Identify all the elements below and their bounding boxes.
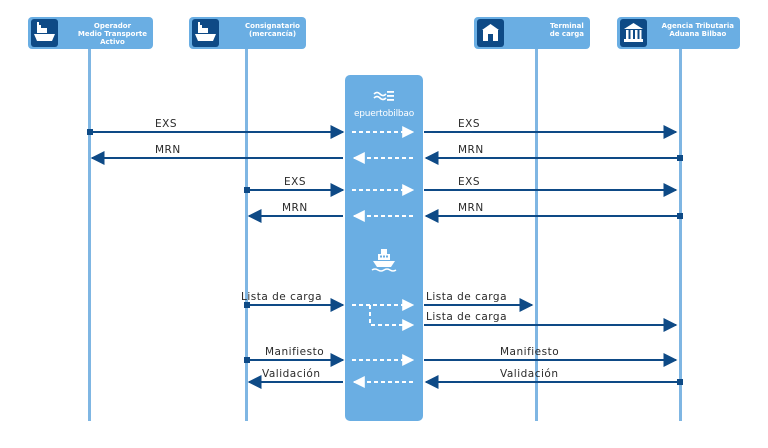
ship-icon [371, 249, 397, 272]
arrow-start-marker [244, 187, 250, 193]
message-label: EXS [458, 118, 480, 130]
ship-cargo-icon [192, 19, 219, 47]
arrow-start-marker [244, 357, 250, 363]
government-building-icon [620, 19, 647, 47]
arrow-start-marker [87, 129, 93, 135]
actor-terminal: Terminal de carga [474, 17, 590, 49]
building-icon [477, 19, 504, 47]
message-label: Lista de carga [241, 291, 323, 303]
message-label: MRN [282, 202, 308, 214]
actor-agencia: Agencia Tributaria Aduana Bilbao [617, 17, 740, 49]
message-label: Validación [500, 368, 559, 380]
message-label: MRN [155, 144, 181, 156]
message-label: MRN [458, 202, 484, 214]
lifeline-agencia [679, 49, 682, 421]
arrow-start-marker [677, 379, 683, 385]
actor-operador: Operador Medio Transporte Activo [28, 17, 153, 49]
actor-label: Terminal de carga [549, 22, 584, 38]
message-label: MRN [458, 144, 484, 156]
message-label: Lista de carga [426, 311, 508, 323]
actor-consignatario: Consignatario (mercancía) [189, 17, 306, 49]
arrow-start-marker [677, 155, 683, 161]
message-label: Validación [262, 368, 321, 380]
arrow-start-marker [244, 302, 250, 308]
actor-label: Consignatario (mercancía) [245, 22, 300, 38]
lifeline-operador [88, 49, 91, 421]
message-label: Manifiesto [500, 346, 560, 358]
ship-cargo-icon [31, 19, 58, 47]
message-label: EXS [458, 176, 480, 188]
actor-label: Agencia Tributaria Aduana Bilbao [661, 22, 734, 38]
lifeline-terminal [535, 49, 538, 421]
hub-logo: epuertobilbao [345, 89, 423, 119]
hub-name: epuertobilbao [353, 109, 415, 119]
message-label: EXS [155, 118, 177, 130]
message-label: EXS [284, 176, 306, 188]
message-label: Manifiesto [265, 346, 325, 358]
waves-logo-icon [373, 91, 394, 101]
actor-label: Operador Medio Transporte Activo [77, 22, 147, 46]
arrow-start-marker [677, 213, 683, 219]
lifeline-consignatario [245, 49, 248, 421]
arrow-hub-internal-branch [369, 305, 415, 331]
message-label: Lista de carga [426, 291, 508, 303]
